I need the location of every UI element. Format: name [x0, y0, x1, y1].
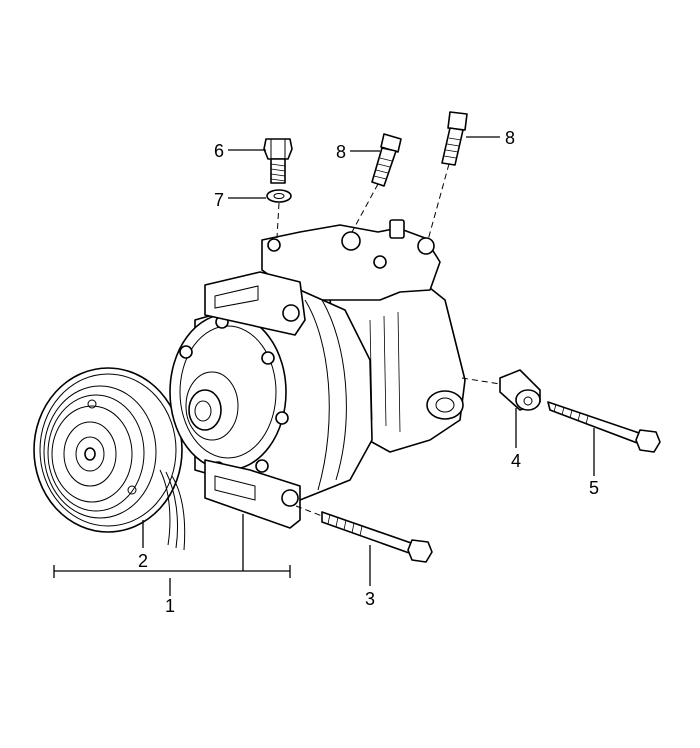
- leader-lines: [53, 136, 595, 596]
- assembly-line-bolt-8-right: [427, 163, 450, 241]
- bolt-3: [321, 511, 433, 563]
- assembly-line-bolt-3: [295, 505, 323, 517]
- callout-1: 1: [165, 596, 175, 616]
- callout-3: 3: [365, 589, 375, 609]
- assembly-line-bolt-6: [276, 202, 280, 239]
- bolt-6: [263, 138, 293, 184]
- bolt-5: [547, 401, 661, 453]
- compressor-body: [169, 219, 466, 529]
- magnetic-clutch-pulley: [33, 367, 186, 551]
- spacer-sleeve-4: [499, 369, 541, 411]
- callout-5: 5: [589, 478, 599, 498]
- assembly-line-spacer: [461, 377, 501, 385]
- callout-4: 4: [511, 451, 521, 471]
- callout-2: 2: [138, 551, 148, 571]
- callout-6: 6: [214, 141, 224, 161]
- bolt-8-left: [371, 133, 402, 187]
- assembly-line-bolt-8-left: [351, 183, 379, 233]
- callout-8-right: 8: [505, 128, 515, 148]
- callout-8-left: 8: [336, 142, 346, 162]
- bolt-8-right: [441, 111, 468, 166]
- washer-7: [266, 189, 292, 203]
- callout-7: 7: [214, 190, 224, 210]
